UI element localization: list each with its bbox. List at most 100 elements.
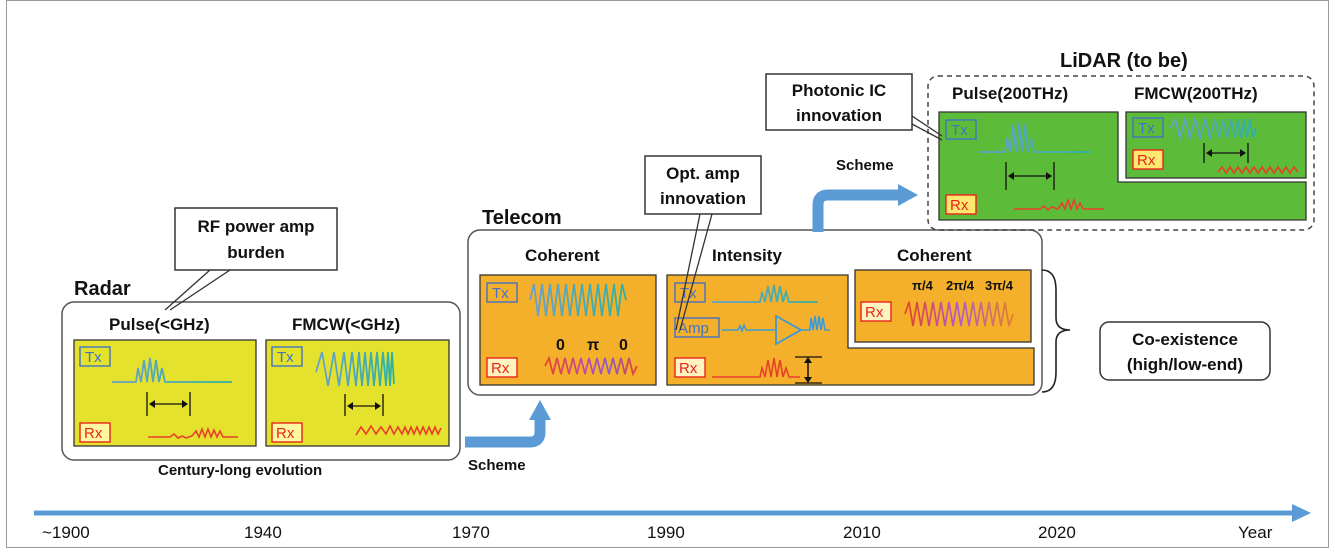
radar-footnote: Century-long evolution [158, 462, 322, 479]
rx-label: Rx [491, 360, 510, 377]
radar-pulse-rx-wave [148, 426, 238, 440]
opt-amp-callout-line2: innovation [660, 189, 746, 208]
timeline-axis-label: Year [1238, 523, 1273, 542]
telecom-group-box [467, 229, 1043, 396]
rf-amp-callout [174, 207, 338, 271]
phase-label: 0 [619, 337, 628, 354]
rx-label-box [945, 194, 977, 215]
scheme-arrow-1-head [529, 400, 551, 420]
qpsk-phase-label: 2π/4 [946, 278, 975, 293]
tx-label-box [79, 346, 111, 367]
scheme-arrow-2-head [898, 184, 918, 206]
radar-fmcw-delay-head-l [347, 402, 353, 410]
rf-amp-callout-line2: burden [227, 243, 285, 262]
radar-fmcw-panel [265, 339, 450, 447]
opt-amp-callout [644, 155, 762, 215]
timeline-arrowhead [1292, 504, 1311, 522]
scheme-arrow-2 [812, 189, 900, 232]
rf-amp-callout-pointer [164, 269, 211, 311]
rx-label: Rx [84, 425, 103, 442]
coexistence-line1: Co-existence [1132, 330, 1238, 349]
lidar-pulse-tx-wave [980, 121, 1092, 153]
telecom-intensity-label: Intensity [712, 246, 782, 265]
photonic-ic-callout [765, 73, 913, 131]
figure-frame [6, 0, 1329, 548]
opt-amp-callout-pointer-b [679, 213, 713, 331]
tx-label-box [271, 346, 303, 367]
telecom-coherent-left-label: Coherent [525, 246, 600, 265]
lidar-pulse-delay-head-l [1008, 172, 1014, 180]
radar-fmcw-label: FMCW(<GHz) [292, 315, 400, 334]
telecom-coherent-tx-wave [529, 283, 627, 317]
intensity-level-head-top [804, 357, 812, 363]
amp-label: Amp [678, 320, 709, 337]
photonic-ic-callout-line1: Photonic IC [792, 81, 886, 100]
lidar-group-box [927, 75, 1315, 231]
tx-label-box [1132, 117, 1164, 138]
qpsk-phase-label: π/4 [912, 278, 934, 293]
tx-label: Tx [85, 349, 102, 366]
lidar-title: LiDAR (to be) [1060, 50, 1188, 72]
timeline-tick: 1970 [452, 523, 490, 542]
radar-pulse-delay-head-l [149, 400, 155, 408]
rf-amp-callout-pointer-b [169, 269, 231, 311]
telecom-title: Telecom [482, 207, 562, 229]
phase-label: 0 [556, 337, 565, 354]
qpsk-phase-label: 3π/4 [985, 278, 1014, 293]
telecom-coherent-right-label: Coherent [897, 246, 972, 265]
amp-output-wave [801, 315, 830, 331]
telecom-coherent-rx-wave [544, 355, 638, 377]
rx-label: Rx [865, 304, 884, 321]
telecom-intensity-tx-wave [712, 284, 818, 303]
telecom-intensity-rx-wave [712, 357, 800, 378]
lidar-fmcw-tx-wave [1169, 115, 1257, 142]
radar-fmcw-tx-wave [315, 351, 395, 387]
scheme-label-1: Scheme [468, 457, 526, 474]
rx-label-box [486, 357, 518, 378]
tx-label-box [486, 282, 518, 303]
rx-label: Rx [950, 197, 969, 214]
radar-fmcw-rx-wave [355, 424, 442, 437]
tx-label-box [674, 282, 706, 303]
coexistence-box [1099, 321, 1271, 381]
timeline-tick: 1990 [647, 523, 685, 542]
lidar-pulse-delay-head-r [1046, 172, 1052, 180]
lidar-fmcw-rx-wave [1217, 165, 1299, 175]
tx-label: Tx [492, 285, 509, 302]
radar-pulse-tx-wave [112, 357, 232, 383]
photonic-ic-callout-pointer-b [911, 123, 943, 141]
phase-label: π [587, 337, 599, 354]
tx-label: Tx [277, 349, 294, 366]
rx-label-box [1132, 149, 1164, 170]
rx-label-box [674, 357, 706, 378]
amp-label-box [674, 317, 720, 338]
lidar-fmcw-delay-head-l [1206, 149, 1212, 157]
rx-label: Rx [1137, 152, 1156, 169]
rx-label: Rx [679, 360, 698, 377]
tx-label-box [945, 119, 977, 140]
scheme-label-2: Scheme [836, 157, 894, 174]
tx-label: Tx [951, 122, 968, 139]
lidar-pulse-label: Pulse(200THz) [952, 84, 1068, 103]
coexistence-brace [1041, 269, 1071, 393]
opt-amp-callout-pointer [675, 213, 701, 331]
timeline-tick: 2010 [843, 523, 881, 542]
radar-title: Radar [74, 278, 131, 300]
photonic-ic-callout-pointer [911, 115, 943, 137]
lidar-fmcw-delay-head-r [1240, 149, 1246, 157]
telecom-qpsk-rx-wave [904, 301, 1014, 327]
amp-input-wave [722, 322, 762, 334]
timeline-tick: 1940 [244, 523, 282, 542]
rx-label-box [79, 422, 111, 443]
tx-label: Tx [1138, 120, 1155, 137]
rf-amp-callout-line1: RF power amp [197, 217, 314, 236]
photonic-ic-callout-line2: innovation [796, 106, 882, 125]
radar-fmcw-delay-head-r [375, 402, 381, 410]
opt-amp-callout-line1: Opt. amp [666, 164, 740, 183]
rx-label-box [860, 301, 892, 322]
rx-label-box [271, 422, 303, 443]
radar-pulse-label: Pulse(<GHz) [109, 315, 210, 334]
radar-group-box [61, 301, 461, 461]
intensity-level-head-bot [804, 377, 812, 383]
timeline-tick: ~1900 [42, 523, 90, 542]
